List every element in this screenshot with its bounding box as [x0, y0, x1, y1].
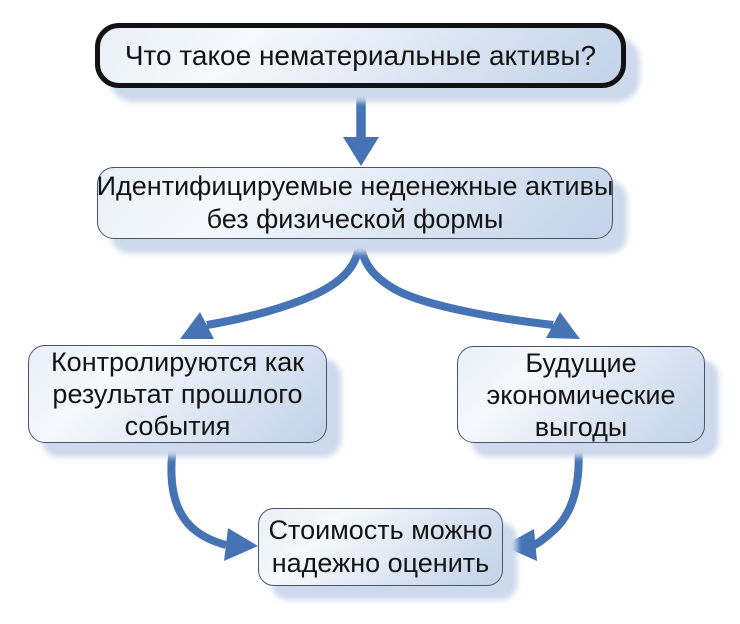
node-benefits-line1: Будущие: [525, 347, 637, 378]
node-control: Контролируются как результат прошлого со…: [28, 345, 327, 443]
arrow-benefits-to-valuation: [532, 442, 583, 549]
node-benefits: Будущие экономические выгоды: [457, 346, 705, 443]
node-control-line1: Контролируются как: [50, 347, 305, 377]
node-definition-line1: Идентифицируемые неденежные активы: [96, 171, 614, 201]
arrowhead-down-icon: [343, 137, 379, 166]
node-control-line2: результат прошлого: [52, 379, 303, 409]
node-definition: Идентифицируемые неденежные активы без ф…: [97, 167, 613, 239]
arrowhead-downleft-icon: [180, 312, 214, 339]
node-valuation-line2: надежно оценить: [271, 548, 490, 578]
node-benefits-line3: выгоды: [534, 411, 628, 442]
node-question-label: Что такое нематериальные активы?: [124, 39, 597, 71]
arrowhead-downright-icon: [546, 312, 580, 339]
node-question: Что такое нематериальные активы?: [95, 23, 626, 88]
arrowhead-right-icon: [224, 528, 258, 561]
node-valuation-line1: Стоимость можно: [268, 515, 493, 545]
node-definition-line2: без физической формы: [206, 204, 504, 234]
arrowhead-left-icon: [503, 529, 537, 561]
arrow-definition-to-benefits: [356, 239, 554, 329]
node-control-line3: события: [124, 411, 231, 441]
arrow-control-to-valuation: [167, 444, 228, 549]
node-benefits-line2: экономические: [486, 379, 676, 410]
arrow-definition-to-control: [206, 239, 364, 329]
node-valuation: Стоимость можно надежно оценить: [258, 508, 503, 586]
